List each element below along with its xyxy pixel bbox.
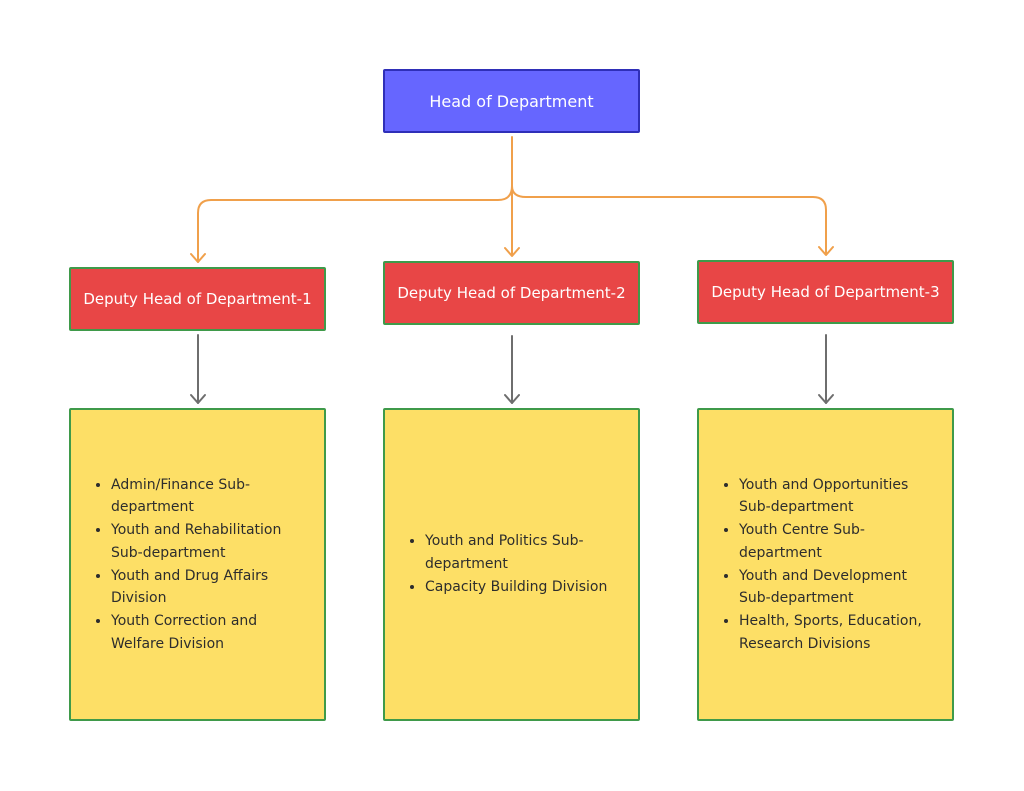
connector-head-to-deputy-1 <box>197 136 513 263</box>
deputy-1-units-list: Admin/Finance Sub-department Youth and R… <box>71 474 324 656</box>
arrowhead-deputy-3 <box>818 246 834 256</box>
head-of-department-node: Head of Department <box>383 69 640 133</box>
deputy-1-units-box: Admin/Finance Sub-department Youth and R… <box>69 408 326 721</box>
unit-item: Youth Centre Sub-department <box>739 519 938 564</box>
deputy-head-1-node: Deputy Head of Department-1 <box>69 267 326 331</box>
deputy-3-units-box: Youth and Opportunities Sub-department Y… <box>697 408 954 721</box>
unit-item: Youth and Rehabilitation Sub-department <box>111 519 310 564</box>
unit-item: Youth Correction and Welfare Division <box>111 610 310 655</box>
deputy-2-units-list: Youth and Politics Sub-department Capaci… <box>385 530 638 598</box>
deputy-head-3-node: Deputy Head of Department-3 <box>697 260 954 324</box>
arrowhead-unit-3 <box>818 394 834 404</box>
deputy-head-2-label: Deputy Head of Department-2 <box>397 284 626 302</box>
deputy-head-2-node: Deputy Head of Department-2 <box>383 261 640 325</box>
arrowhead-deputy-1 <box>190 253 206 263</box>
head-of-department-label: Head of Department <box>429 91 594 111</box>
deputy-2-units-box: Youth and Politics Sub-department Capaci… <box>383 408 640 721</box>
unit-item: Capacity Building Division <box>425 576 624 599</box>
connector-head-to-deputy-3 <box>511 185 827 255</box>
deputy-head-1-label: Deputy Head of Department-1 <box>83 290 312 308</box>
unit-item: Youth and Drug Affairs Division <box>111 565 310 610</box>
unit-item: Youth and Politics Sub-department <box>425 530 624 575</box>
deputy-3-units-list: Youth and Opportunities Sub-department Y… <box>699 474 952 656</box>
arrowhead-deputy-2 <box>504 247 520 257</box>
unit-item: Health, Sports, Education, Research Divi… <box>739 610 938 655</box>
unit-item: Admin/Finance Sub-department <box>111 474 310 519</box>
unit-item: Youth and Opportunities Sub-department <box>739 474 938 519</box>
deputy-head-3-label: Deputy Head of Department-3 <box>711 283 940 301</box>
arrowhead-unit-1 <box>190 394 206 404</box>
arrowhead-unit-2 <box>504 394 520 404</box>
unit-item: Youth and Development Sub-department <box>739 565 938 610</box>
